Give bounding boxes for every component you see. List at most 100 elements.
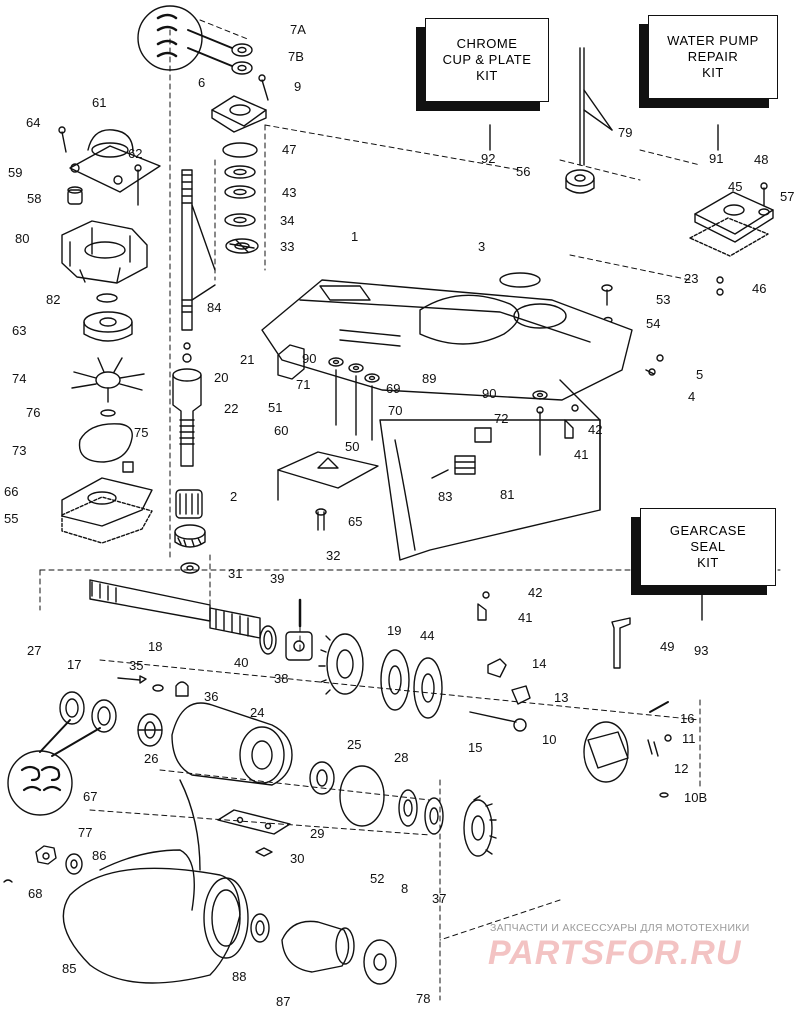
part-label-5: 5 [696, 367, 704, 382]
part-label-8: 8 [401, 881, 409, 896]
part-label-55: 55 [4, 511, 19, 526]
part-label-35: 35 [129, 658, 144, 673]
part-label-29: 29 [310, 826, 325, 841]
part-label-36: 36 [204, 689, 219, 704]
part-label-83: 83 [438, 489, 453, 504]
part-label-65: 65 [348, 514, 363, 529]
part-label-23: 23 [684, 271, 699, 286]
part-label-54: 54 [646, 316, 661, 331]
part-label-24: 24 [250, 705, 265, 720]
part-label-12: 12 [674, 761, 689, 776]
part-label-67: 67 [83, 789, 98, 804]
part-label-15: 15 [468, 740, 483, 755]
part-label-59: 59 [8, 165, 23, 180]
part-label-48: 48 [754, 152, 769, 167]
part-label-30: 30 [290, 851, 305, 866]
part-label-41b: 41 [518, 610, 533, 625]
part-label-18: 18 [148, 639, 163, 654]
part-label-10: 10 [542, 732, 557, 747]
part-label-80: 80 [15, 231, 30, 246]
part-label-14: 14 [532, 656, 547, 671]
part-label-84: 84 [207, 300, 222, 315]
part-label-21: 21 [240, 352, 255, 367]
part-label-10b: 10B [684, 790, 708, 805]
part-label-62: 62 [128, 146, 143, 161]
part-label-57: 57 [780, 189, 795, 204]
part-label-93: 93 [694, 643, 709, 658]
part-label-7b: 7B [288, 49, 304, 64]
part-label-16: 16 [680, 711, 695, 726]
part-label-13: 13 [554, 690, 569, 705]
part-label-42b: 42 [528, 585, 543, 600]
kit-line: WATER PUMP [667, 33, 759, 48]
part-label-37: 37 [432, 891, 447, 906]
part-label-4: 4 [688, 389, 696, 404]
part-label-17: 17 [67, 657, 82, 672]
part-label-58: 58 [27, 191, 42, 206]
part-label-71: 71 [296, 377, 311, 392]
part-label-40: 40 [234, 655, 249, 670]
part-label-25: 25 [347, 737, 362, 752]
part-label-91: 91 [709, 151, 724, 166]
part-label-20: 20 [214, 370, 229, 385]
kit-line: REPAIR [687, 49, 739, 64]
part-label-28: 28 [394, 750, 409, 765]
part-label-81: 81 [500, 487, 515, 502]
part-label-74: 74 [12, 371, 27, 386]
part-label-22: 22 [224, 401, 239, 416]
part-label-50: 50 [345, 439, 360, 454]
part-label-11: 11 [682, 731, 696, 746]
part-label-1: 1 [351, 229, 359, 244]
watermark-caption: ЗАПЧАСТИ И АКСЕССУАРЫ ДЛЯ МОТОТЕХНИКИ [490, 922, 750, 934]
part-label-27: 27 [27, 643, 42, 658]
part-label-63: 63 [12, 323, 27, 338]
part-label-26: 26 [144, 751, 159, 766]
part-label-90a: 90 [302, 351, 317, 366]
part-label-78: 78 [416, 991, 431, 1006]
part-label-88: 88 [232, 969, 247, 984]
part-label-53: 53 [656, 292, 671, 307]
part-label-52: 52 [370, 871, 385, 886]
part-label-87: 87 [276, 994, 291, 1009]
part-label-90b: 90 [482, 386, 497, 401]
part-label-51: 51 [268, 400, 283, 415]
part-label-45: 45 [728, 179, 743, 194]
part-label-3: 3 [478, 239, 486, 254]
gearcase-seal-kit-box: GEARCASE SEAL KIT [640, 508, 776, 586]
kit-line: SEAL [690, 539, 726, 554]
part-label-34: 34 [280, 213, 295, 228]
kit-line: KIT [702, 65, 724, 80]
kit-line: CHROME [456, 36, 518, 51]
part-label-7a: 7A [290, 22, 306, 37]
part-label-43: 43 [282, 185, 297, 200]
part-label-85: 85 [62, 961, 77, 976]
part-label-33: 33 [280, 239, 295, 254]
part-label-70: 70 [388, 403, 403, 418]
part-label-6: 6 [198, 75, 206, 90]
watermark-logo: PARTSFOR.RU [488, 934, 742, 972]
part-label-73: 73 [12, 443, 27, 458]
chrome-cup-plate-kit-box: CHROME CUP & PLATE KIT [425, 18, 549, 102]
kit-line: KIT [476, 68, 498, 83]
part-label-72: 72 [494, 411, 509, 426]
part-label-32: 32 [326, 548, 341, 563]
part-label-41a: 41 [574, 447, 589, 462]
part-label-66: 66 [4, 484, 19, 499]
part-label-49: 49 [660, 639, 675, 654]
part-label-44: 44 [420, 628, 435, 643]
part-label-82: 82 [46, 292, 61, 307]
part-label-68: 68 [28, 886, 43, 901]
part-label-39: 39 [270, 571, 285, 586]
part-label-47: 47 [282, 142, 297, 157]
part-label-61: 61 [92, 95, 107, 110]
part-label-56: 56 [516, 164, 531, 179]
part-label-42a: 42 [588, 422, 603, 437]
part-label-79: 79 [618, 125, 633, 140]
part-label-64: 64 [26, 115, 41, 130]
part-label-75: 75 [134, 425, 149, 440]
part-label-9: 9 [294, 79, 302, 94]
water-pump-repair-kit-box: WATER PUMP REPAIR KIT [648, 15, 778, 99]
part-label-38: 38 [274, 671, 289, 686]
part-label-92: 92 [481, 151, 496, 166]
